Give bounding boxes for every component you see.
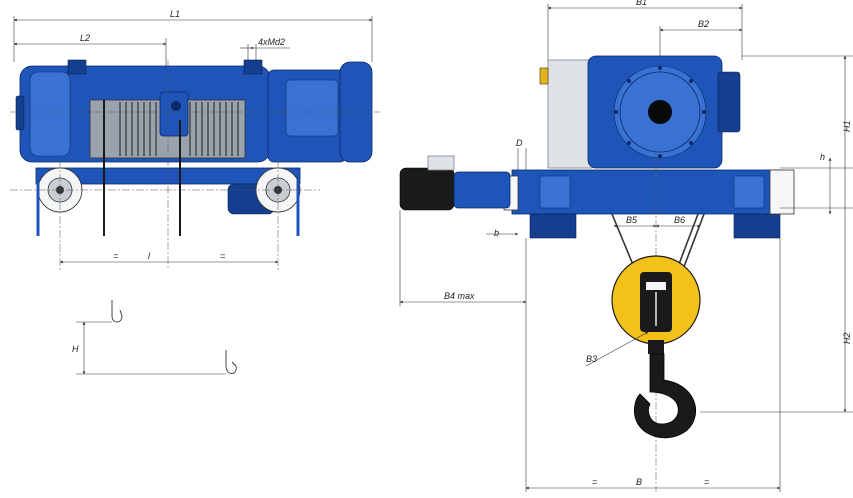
control-cabinet [547,59,593,169]
dim-eq-left-front: = [592,477,597,487]
dim-B3: B3 [586,354,597,364]
flange-right [733,213,781,239]
side-view: L1 L2 4xMd2 [10,9,380,375]
dim-B5: B5 [626,215,638,225]
dim-bolts: 4xMd2 [258,37,285,47]
dim-L2: L2 [80,33,90,43]
dim-B2: B2 [698,19,709,29]
dim-eq-right: = [220,251,225,261]
dim-B1: B1 [636,0,647,7]
travel-motor [399,167,455,211]
dim-H1: H1 [842,120,852,132]
dim-D: D [516,138,523,148]
dim-B6: B6 [674,215,685,225]
front-view: B1 B2 D [399,0,853,492]
lift-height-diagram: H [72,300,237,375]
dim-b: b [494,228,499,238]
dim-B: B [636,477,642,487]
dim-L1: L1 [170,9,180,19]
dim-l: l [148,251,151,261]
flange-left [529,213,577,239]
dim-eq-left: = [113,251,118,261]
dim-eq-right-front: = [704,477,709,487]
dim-h: h [820,152,825,162]
dim-H2: H2 [842,332,852,344]
dim-H: H [72,344,79,354]
hook [634,353,697,439]
travel-gearbox [453,171,511,209]
dim-B4: B4 max [444,291,475,301]
